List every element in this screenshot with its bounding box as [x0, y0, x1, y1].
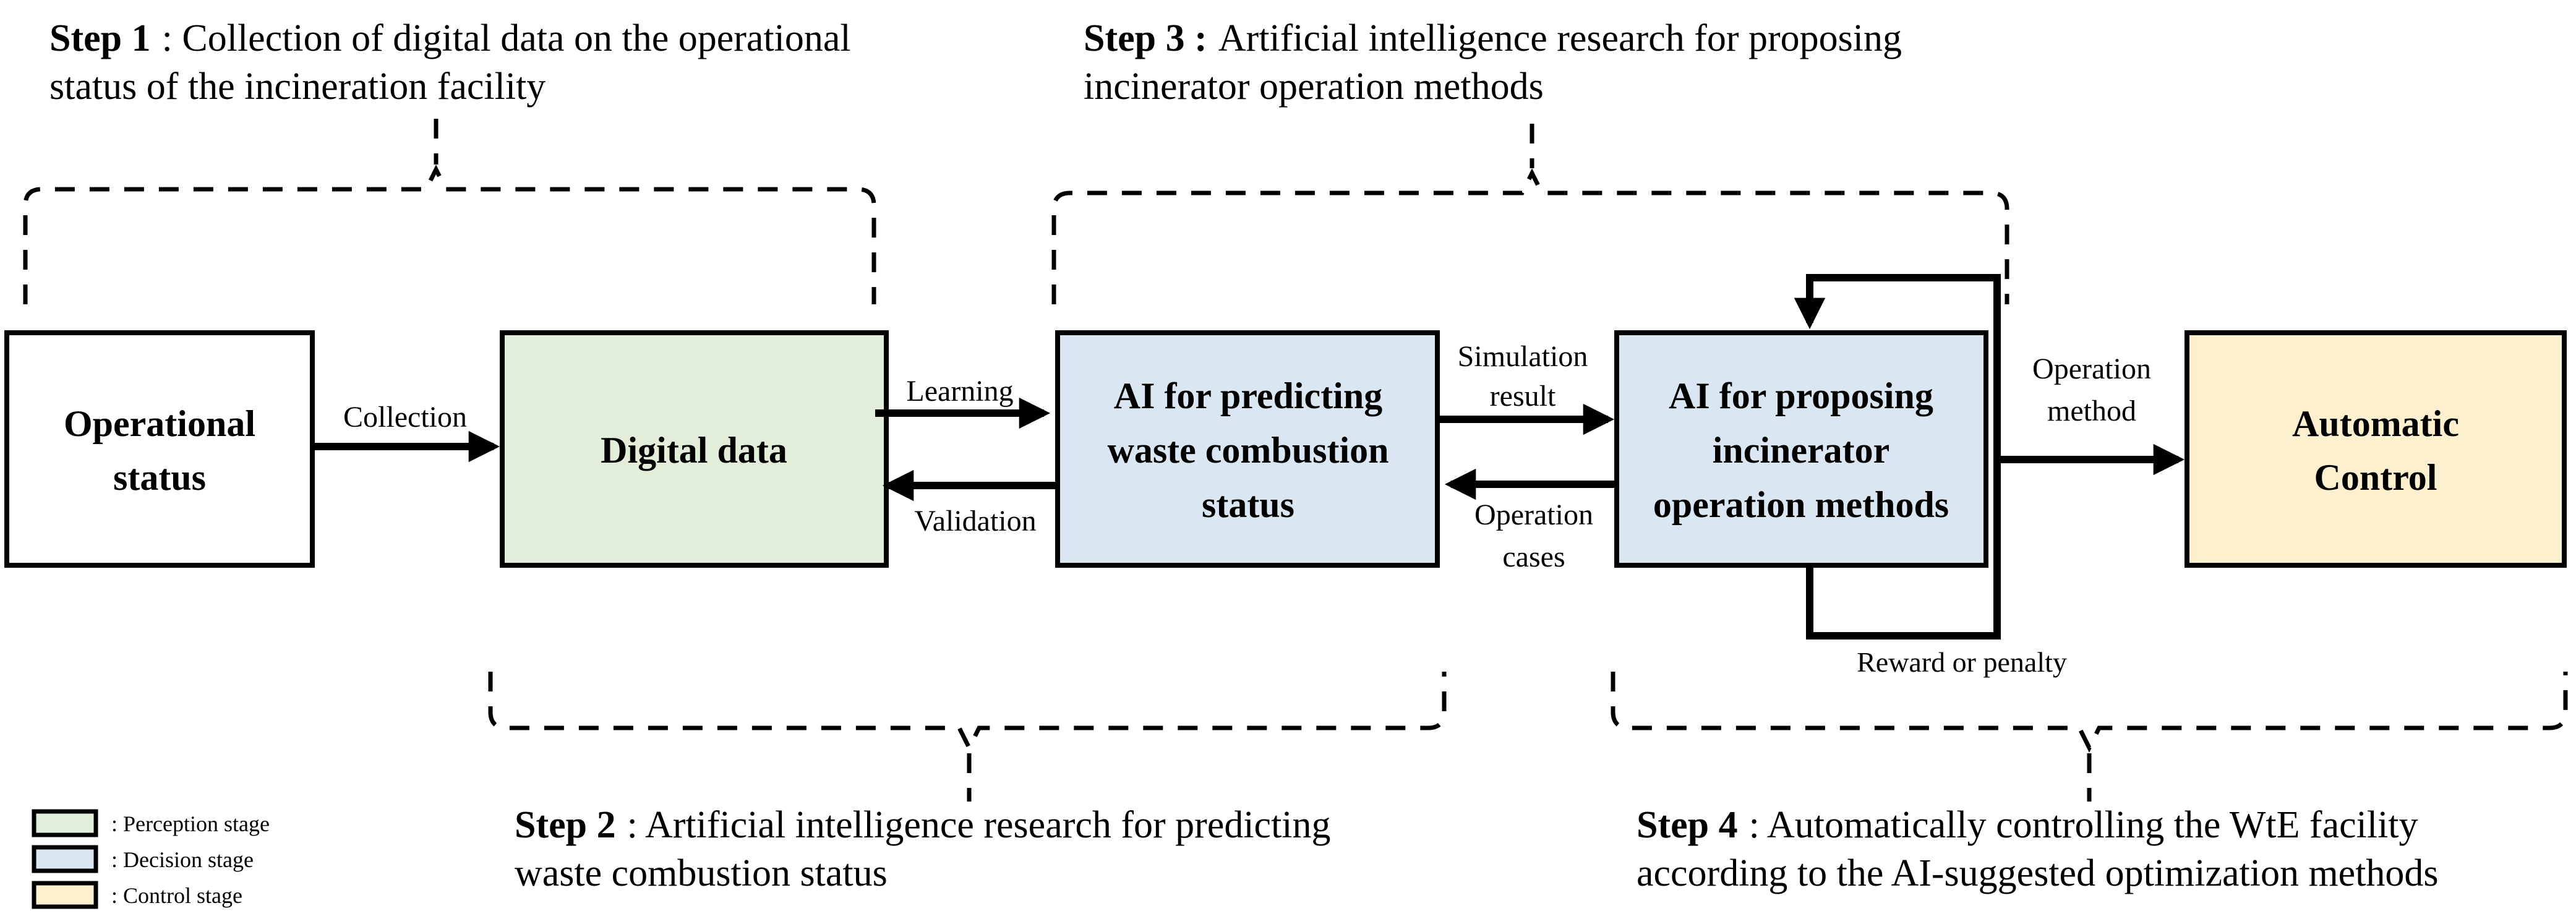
legend-label-control: : Control stage	[111, 883, 242, 908]
operation-method-label-line1: Operation	[2032, 353, 2151, 385]
step4-title: Step 4	[1637, 804, 1738, 846]
simulation-result-label-line2: result	[1490, 380, 1556, 413]
step3-title: Step 3 :	[1084, 17, 1207, 59]
operational-status-label-line1: Operational	[64, 403, 255, 444]
bracket-step1	[23, 165, 876, 304]
operational-status-label-line2: status	[113, 457, 206, 498]
validation-label: Validation	[914, 505, 1036, 537]
bracket-step3	[1051, 168, 2009, 304]
reinforcement-loop-arrow	[1794, 274, 2001, 640]
step1-annotation-line1: Step 1 : Collection of digital data on th…	[49, 17, 851, 59]
step3-annotation-line1: Step 3 : Artificial intelligence research…	[1084, 17, 1902, 59]
legend-label-perception: : Perception stage	[111, 811, 270, 836]
operation-cases-label-line1: Operation	[1474, 498, 1593, 531]
legend: : Perception stage : Decision stage : Co…	[32, 809, 270, 909]
automatic-control-label-line1: Automatic	[2292, 403, 2459, 444]
legend-swatch-decision	[32, 845, 98, 873]
step2-title: Step 2	[515, 804, 616, 846]
ai-proposing-box	[1614, 330, 1988, 568]
automatic-control-box	[2184, 330, 2567, 568]
step2-annotation-line2: waste combustion status	[515, 852, 888, 894]
digital-data-label: Digital data	[601, 430, 787, 471]
step2-annotation-line1: Step 2 : Artificial intelligence research…	[515, 804, 1331, 846]
legend-swatch-control	[32, 881, 98, 909]
step3-text: Artificial intelligence research for pro…	[1218, 17, 1902, 59]
ai-predicting-label-line3: status	[1202, 484, 1294, 525]
step4-text: : Automatically controlling the WtE faci…	[1749, 804, 2418, 846]
ai-predicting-box	[1055, 330, 1440, 568]
step1-title: Step 1	[49, 17, 151, 59]
legend-label-decision: : Decision stage	[111, 847, 254, 872]
step1-annotation-line2: status of the incineration facility	[49, 66, 546, 108]
bracket-step2	[488, 672, 1447, 753]
digital-data-box	[500, 330, 889, 568]
ai-proposing-label-line2: incinerator	[1713, 430, 1890, 471]
step3-annotation-line2: incinerator operation methods	[1084, 66, 1544, 108]
legend-swatch-perception	[32, 809, 98, 837]
ai-proposing-label-line3: operation methods	[1653, 484, 1949, 525]
operation-cases-label-line2: cases	[1502, 541, 1565, 573]
automatic-control-label-line2: Control	[2314, 457, 2437, 498]
bracket-step4	[1611, 672, 2568, 753]
step4-annotation-line1: Step 4 : Automatically controlling the Wt…	[1637, 804, 2418, 846]
reward-or-penalty-label: Reward or penalty	[1857, 646, 2067, 678]
operation-method-label-line2: method	[2047, 395, 2136, 427]
step1-text: : Collection of digital data on the oper…	[162, 17, 851, 59]
operational-status-box	[4, 330, 315, 568]
ai-proposing-label-line1: AI for proposing	[1669, 375, 1933, 416]
step4-annotation-line2: according to the AI-suggested optimizati…	[1637, 852, 2439, 894]
collection-label: Collection	[343, 401, 467, 434]
simulation-result-label-line1: Simulation	[1458, 340, 1588, 373]
ai-predicting-label-line2: waste combustion	[1107, 430, 1389, 471]
ai-predicting-label-line1: AI for predicting	[1114, 375, 1382, 416]
learning-label: Learning	[906, 375, 1013, 408]
step2-text: : Artificial intelligence research for p…	[627, 804, 1331, 846]
